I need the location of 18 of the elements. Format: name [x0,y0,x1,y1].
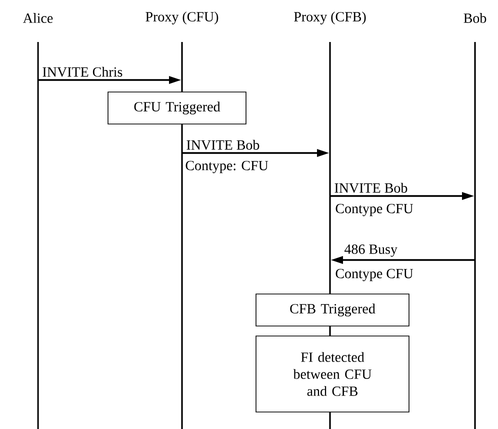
state-box: FI detected between CFU and CFB [256,336,410,412]
edge-label: INVITE Bob [333,182,409,194]
edge-label: INVITE Chris [41,66,124,78]
edge-label: 486 Busy [343,243,398,258]
message-parameter: Contype: CFU [186,160,268,174]
message-parameter: Contype CFU [336,268,414,282]
participant-label: Bob [464,13,486,23]
edge-label: INVITE Bob [185,138,261,151]
state-box: CFU Triggered [108,92,246,124]
participant-label: Proxy (CFU) [146,12,218,24]
participant-label: Alice [22,13,53,23]
message-arrow [331,256,475,264]
message-parameter: Contype CFU [336,204,414,216]
message-arrow [182,149,329,157]
message-arrow [330,192,474,200]
participant-label: Proxy (CFB) [294,12,366,24]
state-box: CFB Triggered [256,294,410,326]
message-arrow [38,76,181,84]
